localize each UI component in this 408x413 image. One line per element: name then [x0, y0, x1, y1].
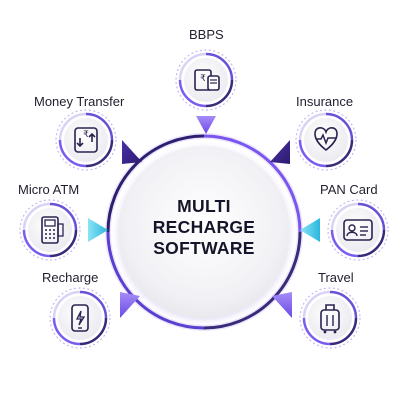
svg-text:₹: ₹ [200, 74, 206, 84]
id-card-icon [343, 219, 373, 241]
node-insurance [295, 109, 357, 171]
svg-text:₹: ₹ [83, 130, 89, 140]
bill-payment-icon: ₹ [194, 69, 220, 91]
rupee-transfer-icon: ₹ [74, 127, 98, 153]
heart-pulse-icon [314, 127, 338, 152]
arrow-travel [272, 292, 292, 318]
label-insurance: Insurance [296, 94, 354, 109]
node-pan-card [327, 199, 389, 261]
label-money-transfer: Money Transfer [34, 94, 125, 109]
center-hub [105, 133, 303, 331]
arrow-money-transfer [122, 140, 142, 164]
arrow-recharge [120, 292, 140, 318]
node-travel [299, 287, 361, 349]
center-title-line-1: MULTI [177, 196, 231, 216]
label-travel: Travel [318, 270, 354, 285]
arrow-micro-atm [88, 218, 108, 242]
mobile-recharge-icon [71, 304, 89, 332]
center-title-line-3: SOFTWARE [153, 238, 255, 258]
arrows [88, 116, 320, 318]
node-money-transfer: ₹ [55, 109, 117, 171]
label-pan-card: PAN Card [320, 182, 378, 197]
node-recharge [49, 287, 111, 349]
pos-terminal-icon [41, 216, 64, 244]
label-bbps: BBPS [189, 27, 224, 42]
center-title-line-2: RECHARGE [152, 217, 256, 237]
center-title: MULTI RECHARGE SOFTWARE [134, 196, 274, 259]
arrow-pan-card [300, 218, 320, 242]
label-micro-atm: Micro ATM [18, 182, 80, 197]
arrow-bbps [196, 116, 216, 134]
suitcase-icon [320, 304, 340, 334]
label-recharge: Recharge [42, 270, 99, 285]
arrow-insurance [270, 140, 290, 164]
node-micro-atm [19, 199, 81, 261]
node-bbps: ₹ [175, 49, 237, 111]
